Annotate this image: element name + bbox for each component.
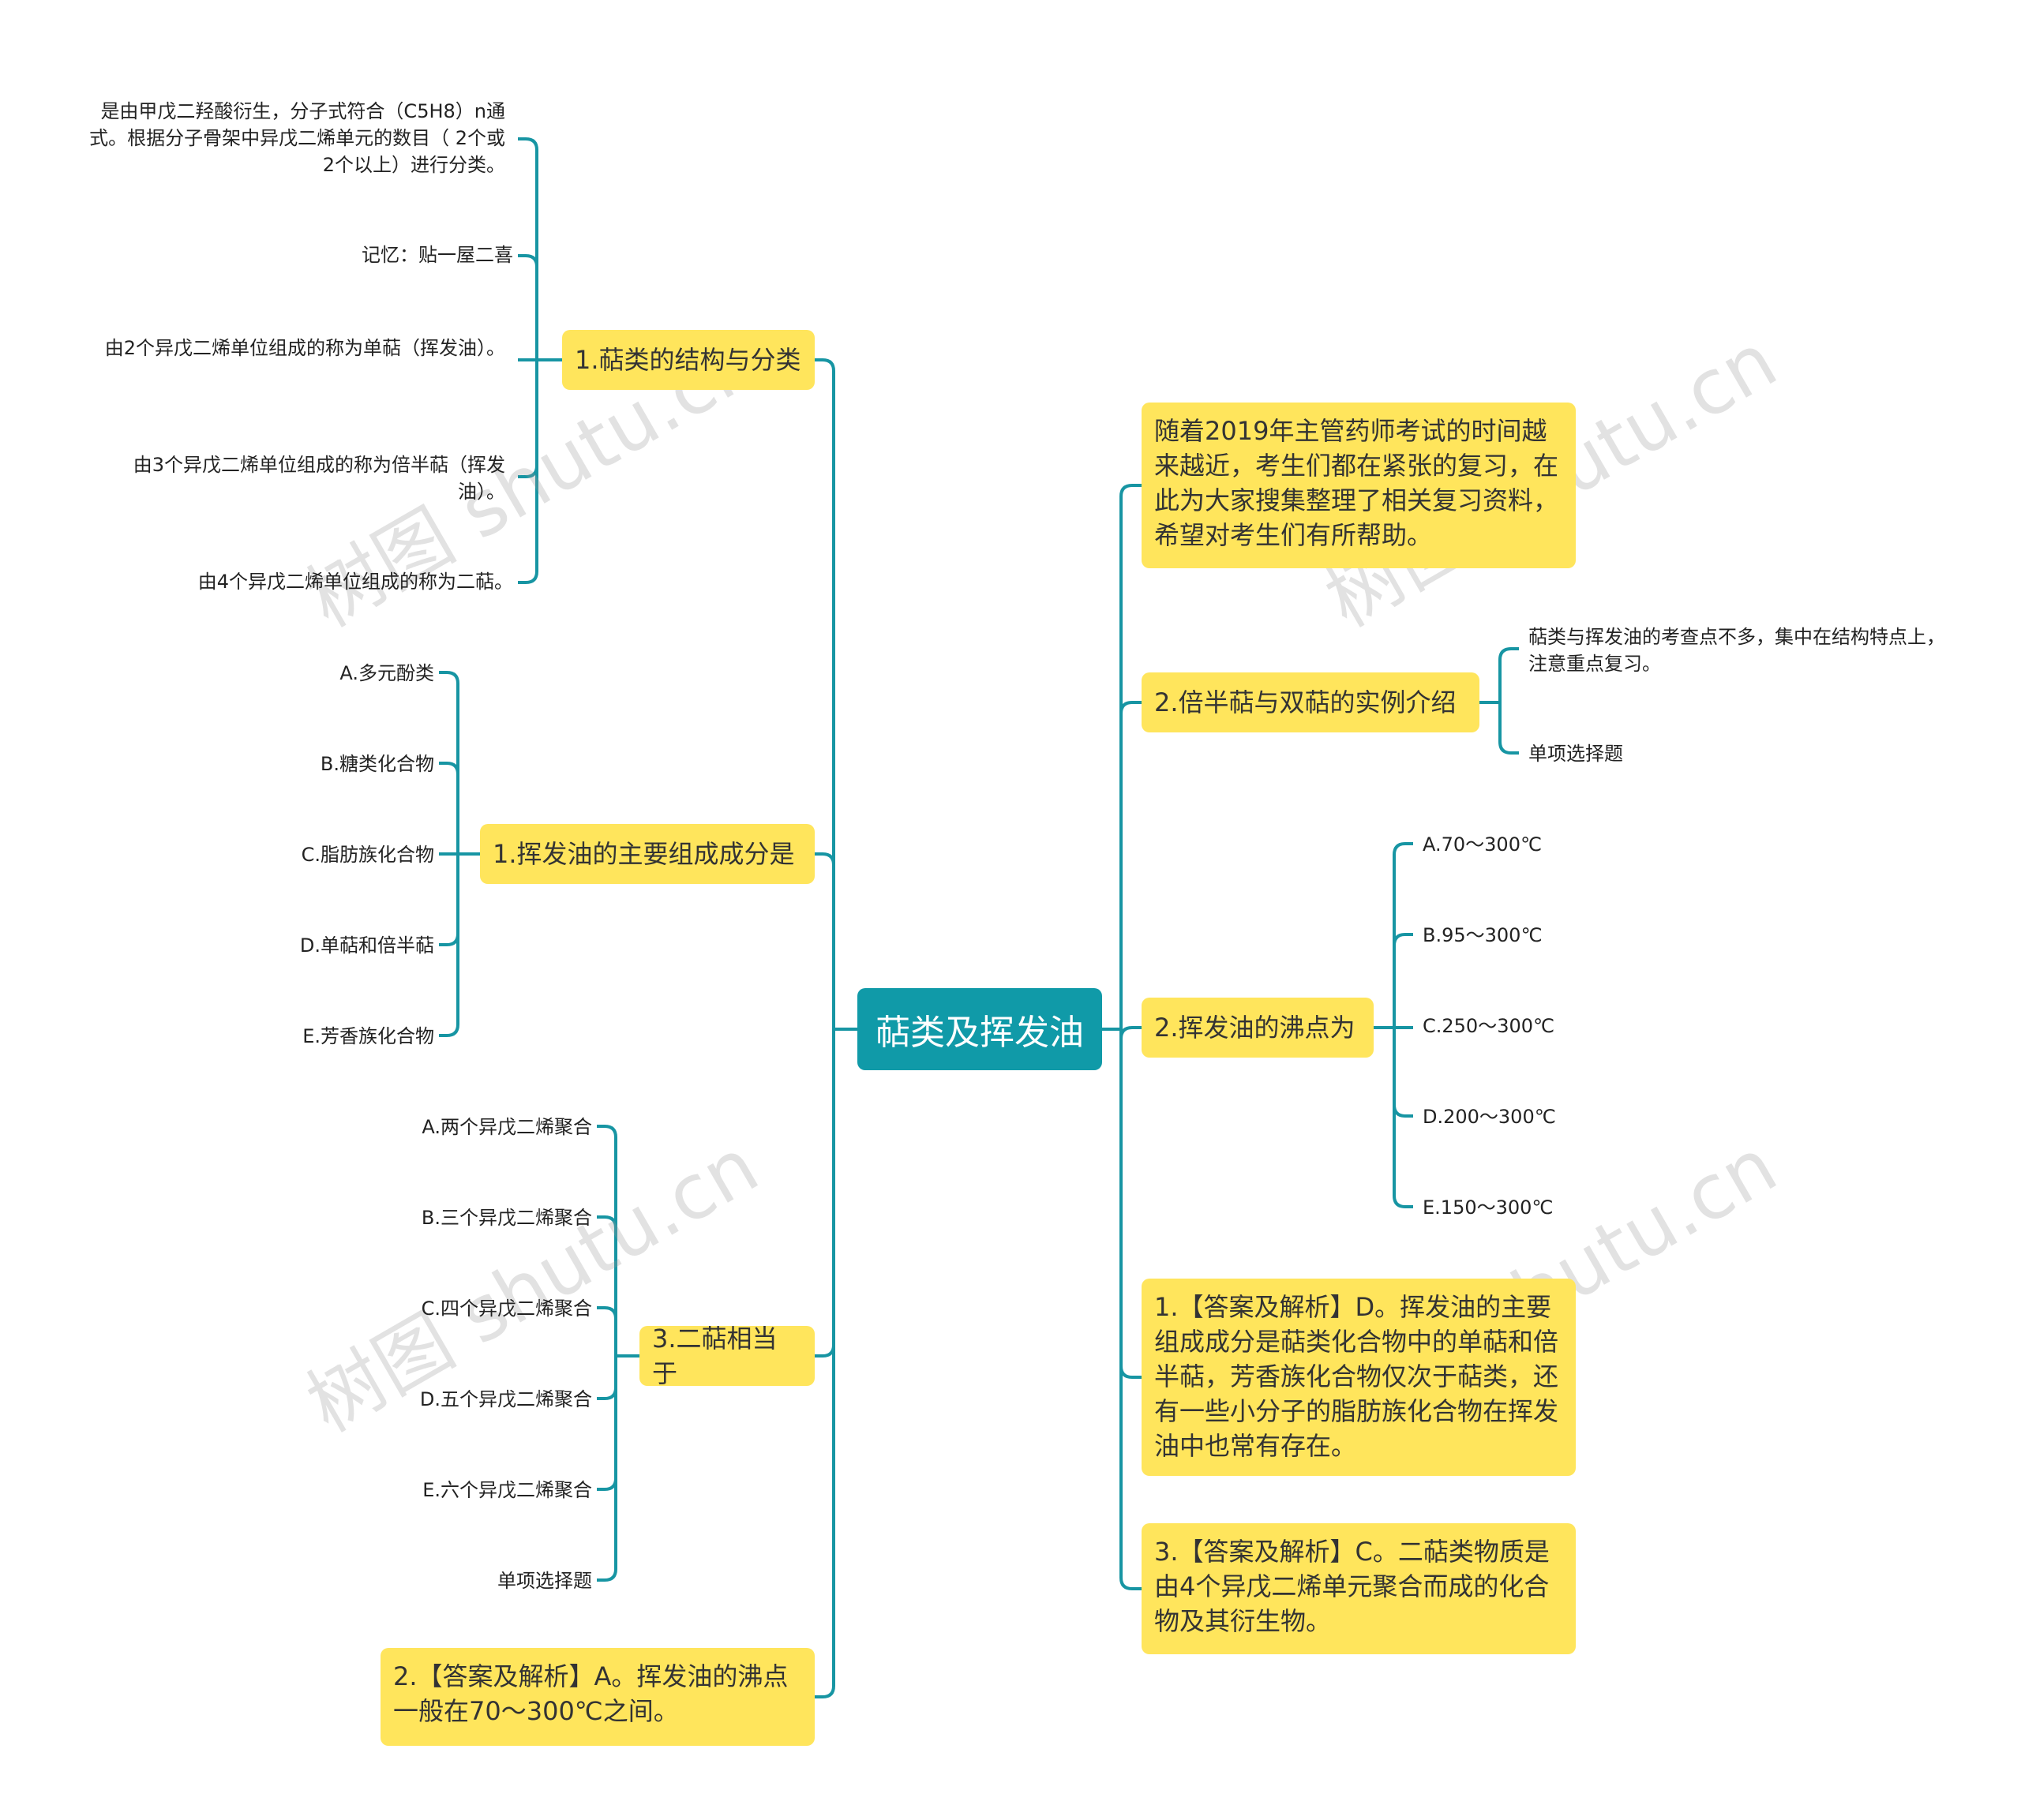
leaf-b2-3: D.单萜和倍半萜: [299, 934, 434, 957]
leaf-r2-0: 萜类与挥发油的考查点不多，集中在结构特点上，注意重点复习。: [1528, 626, 1945, 675]
leaf-r3-2: C.250～300℃: [1423, 1015, 1554, 1037]
leaf-b1-2: 由2个异戊二烯单位组成的称为单萜（挥发油）。: [104, 337, 505, 359]
leaf-b1-3: 由3个异戊二烯单位组成的称为倍半萜（挥发油）。: [133, 454, 505, 503]
leaf-b3-0: A.两个异戊二烯聚合: [422, 1116, 592, 1138]
leaf-b2-0: A.多元酚类: [339, 662, 434, 684]
connector: [597, 1356, 617, 1400]
connector: [597, 1215, 617, 1356]
branch-answer-a[interactable]: 2.【答案及解析】A。挥发油的沸点一般在70～300℃之间。: [381, 1648, 815, 1746]
branch-intro[interactable]: 随着2019年主管药师考试的时间越来越近，考生们都在紧张的复习，在此为大家搜集整…: [1142, 403, 1576, 568]
connector: [1119, 484, 1142, 1029]
leaf-b2-1: B.糖类化合物: [320, 753, 434, 775]
connector: [1393, 1028, 1413, 1118]
connector: [1498, 647, 1519, 702]
connector: [815, 852, 835, 1029]
leaf-b1-4: 由4个异戊二烯单位组成的称为二萜。: [197, 571, 513, 593]
connector: [1498, 702, 1519, 755]
connector: [439, 854, 459, 946]
connector: [815, 1029, 835, 1698]
connector: [1393, 1028, 1413, 1208]
leaf-b3-1: B.三个异戊二烯聚合: [421, 1207, 592, 1229]
connector: [1119, 701, 1142, 1029]
connector: [439, 854, 459, 1037]
branch-diterpene[interactable]: 3.二萜相当于: [639, 1324, 815, 1388]
leaf-b2-4: E.芳香族化合物: [302, 1025, 434, 1047]
connector: [815, 358, 835, 1029]
branch-terpene-examples[interactable]: 2.倍半萜与双萜的实例介绍: [1142, 672, 1479, 732]
connector: [597, 1125, 617, 1356]
leaf-b3-2: C.四个异戊二烯聚合: [421, 1298, 592, 1320]
connector: [1393, 933, 1413, 1028]
connector: [518, 254, 538, 360]
root-node[interactable]: 萜类及挥发油: [857, 988, 1102, 1070]
connector: [518, 360, 538, 478]
connector: [1119, 1029, 1142, 1379]
connector: [597, 1356, 617, 1582]
leaf-b3-5: 单项选择题: [497, 1570, 592, 1592]
leaf-b1-0: 是由甲戊二羟酸衍生，分子式符合（C5H8）n通式。根据分子骨架中异戊二烯单元的数…: [89, 100, 505, 176]
connector: [815, 1029, 835, 1358]
leaf-r3-4: E.150～300℃: [1423, 1196, 1554, 1219]
leaf-b3-3: D.五个异戊二烯聚合: [419, 1388, 592, 1410]
leaf-r3-3: D.200～300℃: [1423, 1106, 1556, 1128]
branch-answer-d[interactable]: 1.【答案及解析】D。挥发油的主要组成成分是萜类化合物中的单萜和倍半萜，芳香族化…: [1142, 1279, 1576, 1476]
connector: [439, 762, 459, 854]
connector: [597, 1356, 617, 1491]
branch-answer-c[interactable]: 3.【答案及解析】C。二萜类物质是由4个异戊二烯单元聚合而成的化合物及其衍生物。: [1142, 1523, 1576, 1654]
connector: [518, 360, 538, 584]
connector: [518, 137, 538, 360]
connector: [1119, 1026, 1142, 1039]
leaf-b1-1: 记忆：贴一屋二喜: [362, 244, 513, 266]
branch-volatile-oil-components[interactable]: 1.挥发油的主要组成成分是: [480, 824, 815, 884]
leaf-r2-1: 单项选择题: [1528, 743, 1623, 765]
leaf-b2-2: C.脂肪族化合物: [301, 844, 434, 866]
connector: [1393, 842, 1413, 1028]
leaf-b3-4: E.六个异戊二烯聚合: [422, 1479, 592, 1501]
leaf-r3-0: A.70～300℃: [1423, 833, 1542, 856]
connector: [1119, 1029, 1142, 1590]
connector: [597, 1306, 617, 1356]
branch-terpene-structure[interactable]: 1.萜类的结构与分类: [562, 330, 815, 390]
leaf-r3-1: B.95～300℃: [1423, 924, 1543, 946]
connector: [439, 671, 459, 854]
branch-boiling-point[interactable]: 2.挥发油的沸点为: [1142, 998, 1374, 1058]
